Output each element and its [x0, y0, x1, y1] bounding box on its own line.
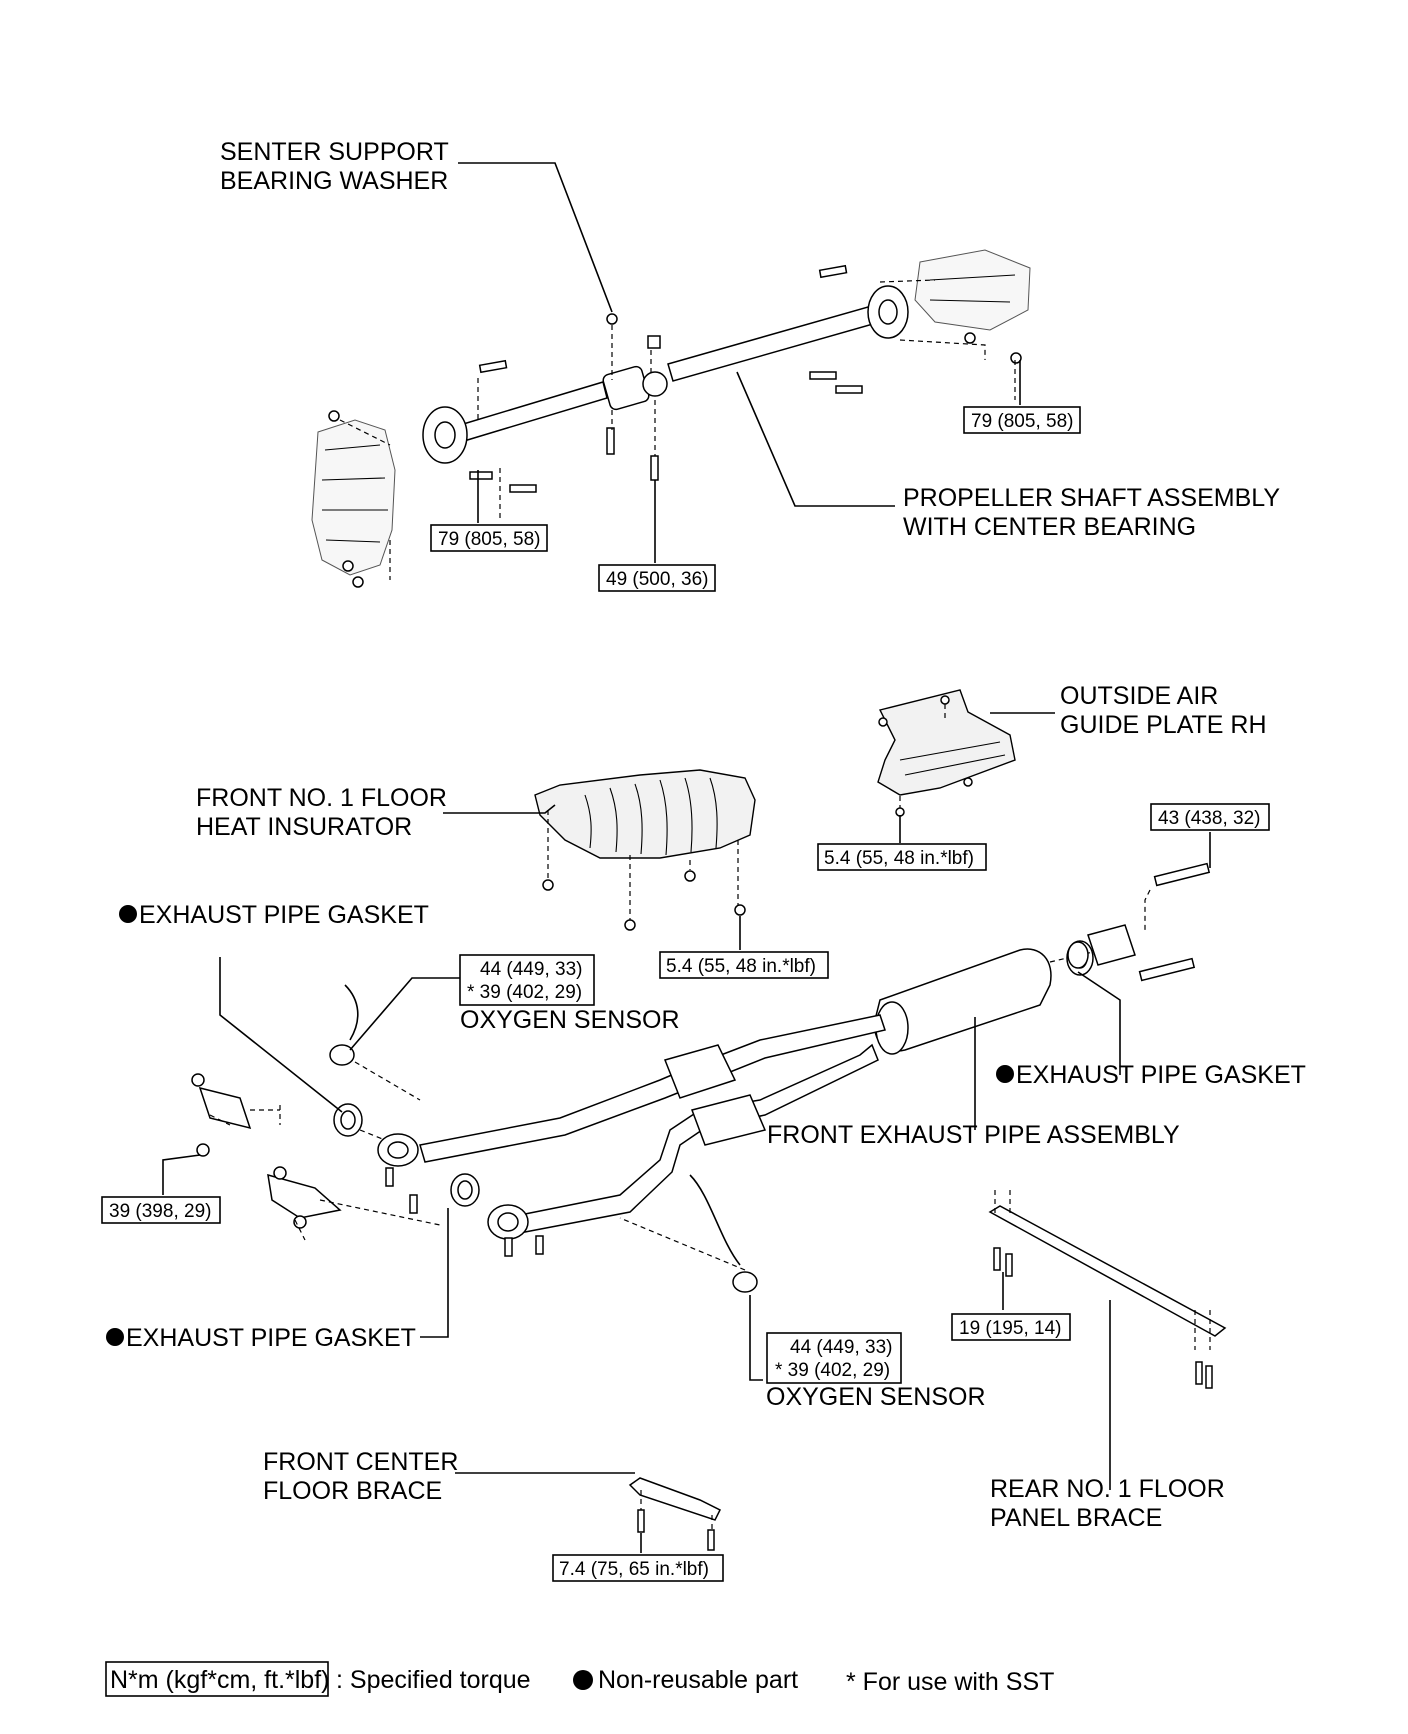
torque-o2-upper: 44 (449, 33) * 39 (402, 29) — [467, 959, 588, 1003]
label-front-heat-insulator: FRONT NO. 1 FLOOR HEAT INSURATOR — [196, 784, 454, 841]
legend-torque-desc: : Specified torque — [336, 1666, 531, 1694]
torque-front-brace: 7.4 (75, 65 in.*lbf) — [559, 1559, 709, 1580]
nonreusable-mark-gasket-upper-left — [119, 905, 137, 923]
exhaust-illustration — [191, 689, 1227, 1551]
label-outside-air-guide: OUTSIDE AIR GUIDE PLATE RH — [1060, 682, 1267, 739]
torque-box-heat-insulator — [659, 951, 829, 979]
label-exhaust-gasket-right: EXHAUST PIPE GASKET — [1016, 1061, 1306, 1089]
torque-box-front-brace — [552, 1554, 724, 1582]
torque-box-o2-lower — [766, 1332, 902, 1384]
torque-rear-stud: 43 (438, 32) — [1158, 808, 1260, 829]
leader-gasket-lower-left — [420, 1208, 449, 1338]
torque-air-guide: 5.4 (55, 48 in.*lbf) — [824, 848, 974, 869]
torque-rear-brace: 19 (195, 14) — [959, 1318, 1061, 1339]
torque-heat-insulator: 5.4 (55, 48 in.*lbf) — [666, 956, 816, 977]
torque-box-rear-stud — [1150, 803, 1270, 831]
torque-box-shaft-rear — [963, 406, 1081, 434]
leader-front-pipe-nut — [162, 1154, 201, 1195]
label-propeller-shaft: PROPELLER SHAFT ASSEMBLY WITH CENTER BEA… — [903, 484, 1287, 541]
legend-sst: * For use with SST — [846, 1668, 1054, 1696]
leader-washer — [458, 162, 613, 313]
label-exhaust-gasket-upper-left: EXHAUST PIPE GASKET — [139, 901, 429, 929]
label-center-support-washer: SENTER SUPPORT BEARING WASHER — [220, 138, 455, 195]
leader-o2-upper — [349, 977, 460, 1051]
propeller-shaft-illustration — [311, 249, 1031, 588]
label-oxygen-sensor-upper: OXYGEN SENSOR — [460, 1006, 680, 1034]
legend-torque-units: N*m (kgf*cm, ft.*lbf) — [110, 1666, 329, 1694]
label-exhaust-gasket-lower-left: EXHAUST PIPE GASKET — [126, 1324, 416, 1352]
torque-shaft-rear: 79 (805, 58) — [971, 411, 1073, 432]
leader-gasket-upper-left — [219, 957, 343, 1113]
torque-shaft-front: 79 (805, 58) — [438, 529, 540, 550]
torque-front-pipe-nut: 39 (398, 29) — [109, 1201, 211, 1222]
legend-nonreusable-mark — [573, 1670, 593, 1690]
torque-box-shaft-front — [430, 524, 548, 552]
label-front-exhaust-pipe: FRONT EXHAUST PIPE ASSEMBLY — [767, 1121, 1180, 1149]
nonreusable-mark-gasket-right — [996, 1065, 1014, 1083]
leader-gasket-right — [1077, 971, 1121, 1075]
leader-o2-lower — [749, 1295, 763, 1381]
label-front-center-brace: FRONT CENTER FLOOR BRACE — [263, 1448, 465, 1505]
leader-propeller — [736, 371, 895, 507]
leader-heat-insulator — [443, 804, 556, 814]
legend-nonreusable: Non-reusable part — [598, 1666, 798, 1694]
torque-box-air-guide — [817, 843, 987, 871]
torque-box-center-bearing — [598, 564, 716, 592]
torque-o2-lower: 44 (449, 33) * 39 (402, 29) — [775, 1337, 898, 1381]
torque-box-rear-brace — [951, 1313, 1071, 1341]
torque-box-o2-upper — [459, 954, 595, 1006]
legend: N*m (kgf*cm, ft.*lbf) : Specified torque… — [105, 1661, 1054, 1697]
nonreusable-mark-gasket-lower-left — [106, 1328, 124, 1346]
torque-center-bearing: 49 (500, 36) — [606, 569, 708, 590]
legend-torque-box — [105, 1661, 329, 1697]
torque-box-front-pipe-nut — [101, 1196, 221, 1224]
label-oxygen-sensor-lower: OXYGEN SENSOR — [766, 1383, 986, 1411]
label-rear-floor-brace: REAR NO. 1 FLOOR PANEL BRACE — [990, 1475, 1232, 1532]
